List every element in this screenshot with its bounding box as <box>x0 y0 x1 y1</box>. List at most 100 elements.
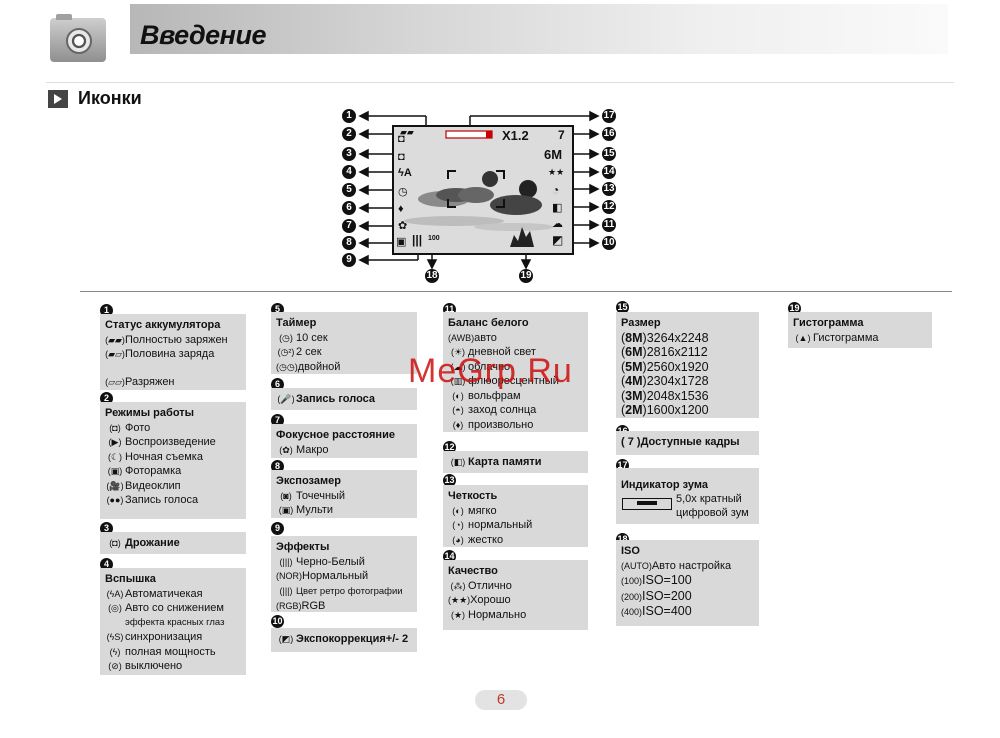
section-title: Иконки <box>78 88 142 108</box>
callout-18: 18 <box>425 269 439 283</box>
list-item: (RGB)RGB <box>276 600 326 612</box>
list-item: (ϟ)полная мощность <box>105 645 241 660</box>
metering-icon: ▣ <box>396 236 407 248</box>
effects-box: Эффекты (|||)Черно-Белый (NOR)Нормальный… <box>271 536 417 612</box>
callout-12: 12 <box>602 200 616 214</box>
shake-icon: (◘) <box>109 538 121 548</box>
iso-auto-icon: (AUTO) <box>621 560 652 571</box>
lcd-quality-stars: ★★ <box>548 167 565 177</box>
list-item: (▲)Гистограмма <box>793 331 927 346</box>
list-item: (|||)Цвет ретро фотографии <box>276 584 412 600</box>
list-item: (▰▱)Половина заряда <box>105 348 215 360</box>
wb-tungsten-icon: (◐) <box>452 390 464 401</box>
box-title: Карта памяти <box>468 456 542 468</box>
list-item: (400)ISO=400 <box>621 604 692 618</box>
lcd-zoom-value: X1.2 <box>502 128 529 143</box>
callout-14: 14 <box>602 165 616 179</box>
shots-count-icon: ( 7 ) <box>621 436 641 448</box>
list-item: (▣)Мульти <box>276 503 412 518</box>
box-title: Режимы работы <box>105 407 195 419</box>
box-number-15: 15 <box>616 301 629 314</box>
box-title: Гистограмма <box>793 317 864 329</box>
battery-status-box: Статус аккумулятора (▰▰)Полностью заряже… <box>100 314 246 390</box>
list-item: (◘)Фото <box>105 421 241 436</box>
sharpness-box: Четкость (◐)мягко (◔)нормальный (◕)жестк… <box>443 485 588 547</box>
list-item: (ϟA)Автоматичекая <box>106 587 203 600</box>
section-divider <box>46 82 954 83</box>
list-item: (▥)флюоресцентный <box>448 374 583 389</box>
list-item: (200)ISO=200 <box>621 588 692 603</box>
box-title: Эффекты <box>276 541 330 553</box>
list-item: (☀)дневной свет <box>448 345 583 360</box>
iso-400-icon: (400) <box>621 607 643 617</box>
list-item: (◔)нормальный <box>448 518 583 533</box>
microphone-icon: ♦ <box>398 203 404 215</box>
timer-2s-icon: (◷²) <box>277 347 295 357</box>
list-item: (6M)2816x2112 <box>621 345 708 359</box>
exposure-icon: (◩) <box>278 634 294 644</box>
wb-daylight-icon: (☀) <box>450 347 466 357</box>
list-item: (|||)Черно-Белый <box>276 555 412 570</box>
bw-effect-icon: (|||) <box>279 556 293 567</box>
size-box: Размер (8M)3264x2248 (6M)2816x2112 (5M)2… <box>616 312 759 418</box>
header-band <box>130 4 948 54</box>
exposure-box: (◩)Экспокоррекция+/- 2 <box>271 628 417 652</box>
callout-11: 11 <box>602 218 616 232</box>
box-title: Баланс белого <box>448 317 529 329</box>
list-item: (◕)жестко <box>448 533 583 548</box>
callout-6: 6 <box>342 201 356 215</box>
multi-metering-icon: (▣) <box>278 505 294 515</box>
exposure-icon: ◩ <box>552 233 564 247</box>
separator-line <box>80 291 952 292</box>
flash-icon: ϟA <box>398 167 412 179</box>
list-item: (☁)облачно <box>448 360 583 375</box>
list-item: (◷)10 сек <box>276 331 412 346</box>
size-4m-icon: 4M <box>625 374 643 388</box>
list-item: (◎)Авто со снижением <box>105 601 241 616</box>
memory-card-icon: (◧) <box>450 457 466 467</box>
list-item: (◷²)2 сек <box>277 346 322 358</box>
effects-icon: ||| <box>412 233 423 247</box>
box-title: Таймер <box>276 317 317 329</box>
box-number-14: 14 <box>443 550 456 563</box>
box-title: Запись голоса <box>296 393 376 405</box>
sharpness-soft-icon: (◐) <box>452 505 464 516</box>
battery-empty-icon: (▱▱) <box>105 376 125 387</box>
box-title: Дрожание <box>125 537 180 549</box>
wb-fluorescent-icon: (▥) <box>450 376 466 386</box>
size-8m-icon: 8M <box>625 330 643 345</box>
flash-sync-icon: (ϟS) <box>106 632 124 642</box>
list-item: (▶)Воспроизведение <box>105 435 241 450</box>
timer-icon: ◷ <box>398 186 408 198</box>
box-number-13: 13 <box>443 474 456 487</box>
sharpness-normal-icon: (◔) <box>452 520 464 530</box>
list-item: (🎥)Видеоклип <box>106 479 181 492</box>
white-balance-icon: ☁ <box>552 218 563 230</box>
section-arrow-icon <box>48 90 68 108</box>
callout-5: 5 <box>342 183 356 197</box>
focus-box: Фокусное расстояние (✿)Макро <box>271 424 417 458</box>
callout-10: 10 <box>602 236 616 250</box>
list-item: (★)Нормально <box>448 608 583 623</box>
playback-icon: (▶) <box>108 437 122 447</box>
size-2m-icon: 2M <box>625 403 643 417</box>
box-title: Экспозамер <box>276 475 341 487</box>
wb-custom-icon: (♦) <box>452 419 464 430</box>
box-number-6: 6 <box>271 378 284 391</box>
size-5m-icon: 5M <box>625 359 643 374</box>
list-item: (◙)Точечный <box>276 489 412 504</box>
list-item: (ϟS)синхронизация <box>106 631 203 643</box>
quality-fine-icon: (⁂) <box>450 580 466 591</box>
box-number-7: 7 <box>271 414 284 427</box>
box-number-1: 1 <box>100 304 113 317</box>
quality-normal-icon: (★) <box>450 609 466 620</box>
sharpness-hard-icon: (◕) <box>452 534 464 545</box>
histogram-box: Гистограмма (▲)Гистограмма <box>788 312 932 348</box>
microphone-icon: (🎤) <box>277 394 295 404</box>
callout-3: 3 <box>342 147 356 161</box>
memory-card-box: (◧)Карта памяти <box>443 451 588 473</box>
exposure-range: +/- 2 <box>385 633 409 645</box>
callout-19: 19 <box>519 269 533 283</box>
battery-full-icon: (▰▰) <box>105 334 125 345</box>
box-number-8: 8 <box>271 460 284 473</box>
